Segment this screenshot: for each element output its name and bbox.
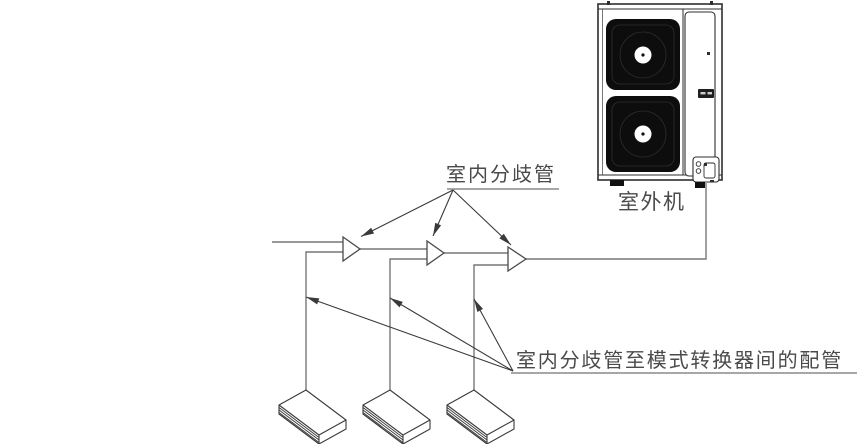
indoor-unit-grille: [278, 407, 320, 443]
indoor-branch-arrow-1: [360, 189, 454, 237]
outdoor-unit: [597, 1, 723, 188]
valve-port-top: [695, 161, 702, 167]
converter-piping-arrow-2: [389, 297, 514, 372]
main-pipe-run: [272, 183, 707, 260]
branch-risers: [305, 251, 508, 390]
cabinet-foot-left: [610, 180, 624, 186]
branch-riser-3: [473, 264, 508, 390]
main-pipe-seg-3: [526, 183, 707, 260]
outdoor-unit-label: 室外机: [618, 190, 686, 214]
callout-branch-to-converter: 室内分歧管至模式转换器间的配管: [305, 296, 857, 374]
branch-triangle-1: [342, 235, 362, 263]
fan-hub-dot: [641, 132, 645, 136]
terminal-notch: [704, 163, 707, 166]
cabinet-top-tick-left: [607, 1, 610, 5]
panel-screw: [707, 52, 710, 55]
indoor-unit-1: [278, 389, 347, 444]
branch-riser-1: [305, 251, 343, 390]
badge-plate: [698, 89, 714, 98]
indoor-unit-grille: [446, 407, 488, 443]
fan-hub-dot: [641, 53, 645, 57]
fan-grille-ring: [611, 101, 675, 167]
converter-piping-arrow-3: [473, 298, 514, 372]
brand-badge: [698, 89, 714, 98]
fan-ring: [619, 110, 667, 158]
indoor-branch-label: 室内分歧管: [446, 162, 556, 186]
cabinet-foot-right: [695, 182, 705, 188]
cabinet-top-tick-right: [710, 1, 713, 5]
fan-grille-ring: [611, 24, 675, 85]
badge-glyph: [707, 92, 712, 95]
indoor-branch-arrow-3: [452, 189, 512, 246]
branch-triangle-2: [426, 239, 446, 267]
branch-triangles: [342, 235, 528, 273]
branch-triangle-3: [507, 245, 528, 273]
valve-port-bottom: [695, 168, 702, 174]
branch-to-converter-label: 室内分歧管至模式转换器间的配管: [516, 348, 843, 372]
terminal-cover: [703, 162, 716, 179]
indoor-unit-2: [362, 389, 431, 444]
branch-riser-2: [389, 258, 427, 390]
fan-grille-bottom: [606, 96, 680, 172]
indoor-unit-3: [446, 389, 515, 444]
connection-tick: [710, 180, 714, 183]
converter-piping-arrow-1: [305, 296, 514, 372]
connection-box: [692, 156, 720, 183]
callout-indoor-branch: 室内分歧管: [360, 162, 559, 246]
indoor-units: [278, 389, 515, 444]
fan-ring: [619, 31, 667, 79]
fan-grille-top: [606, 19, 680, 90]
indoor-unit-grille: [362, 407, 404, 443]
indoor-branch-arrow-2: [432, 189, 454, 237]
badge-glyph: [700, 92, 706, 95]
